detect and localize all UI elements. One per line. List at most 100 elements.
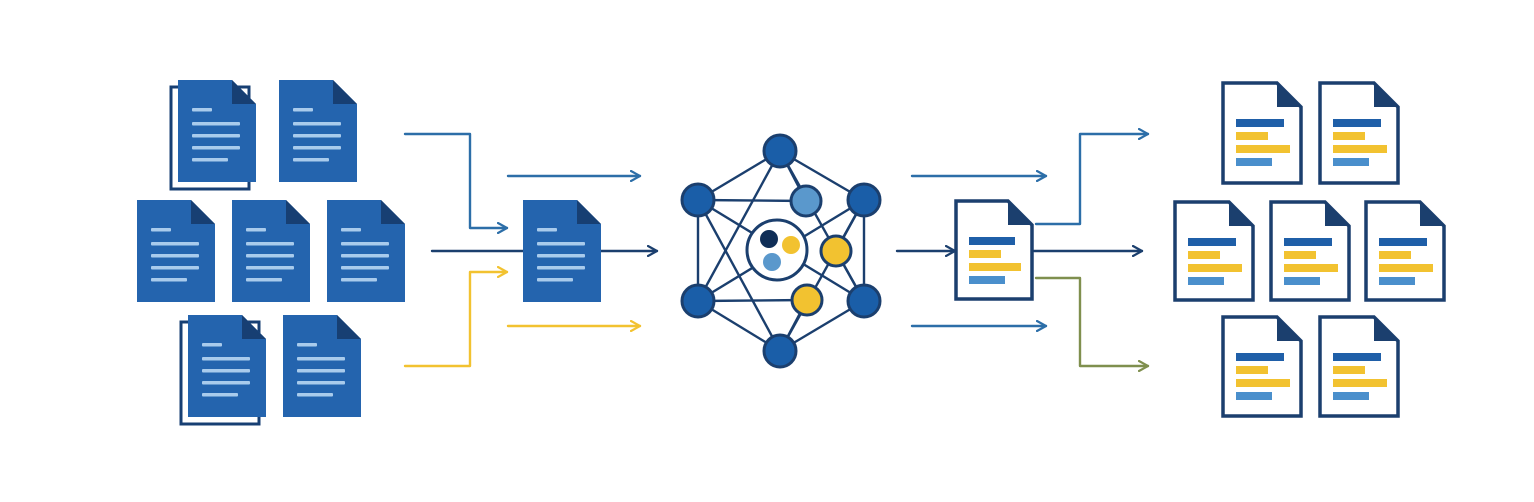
input-document-1 [169,80,256,191]
doc-bar [1379,238,1427,246]
doc-line [192,122,240,126]
doc-line [246,228,266,232]
network-edge [697,198,807,203]
doc-line [537,278,573,282]
doc-bar [969,263,1021,271]
doc-bar [1236,379,1290,387]
doc-line [151,254,199,258]
doc-fold [286,200,310,224]
doc-fold [1008,201,1032,225]
doc-fold [242,315,266,339]
doc-fold [577,200,601,224]
doc-bar [1284,238,1332,246]
doc-bar [1236,132,1268,140]
arrow-bottom-branch [403,272,509,368]
doc-line [297,393,333,397]
doc-bar [1236,158,1272,166]
doc-line [151,242,199,246]
doc-body [523,200,601,302]
doc-fold [337,315,361,339]
doc-bar [1333,132,1365,140]
doc-line [246,266,294,270]
doc-line [246,254,294,258]
doc-bar [1333,353,1381,361]
doc-bar [1379,251,1411,259]
output-document-7 [1318,315,1400,418]
doc-line [246,242,294,246]
doc-line [293,158,329,162]
doc-line [202,343,222,347]
input-document-5 [327,200,405,302]
doc-body [178,80,256,182]
output-documents [1173,81,1446,418]
input-document-2 [279,80,357,182]
doc-fold [1374,317,1398,341]
core-dot-light-blue [763,253,781,271]
doc-body [188,315,266,417]
doc-line [297,343,317,347]
doc-fold [1277,317,1301,341]
doc-line [202,369,250,373]
doc-bar [1333,379,1387,387]
doc-line [192,146,240,150]
doc-fold [191,200,215,224]
doc-fold [1420,202,1444,226]
doc-bar [1284,277,1320,285]
structured-output-document [954,199,1034,301]
doc-bar [1236,119,1284,127]
doc-line [537,228,557,232]
output-document-3 [1173,200,1255,302]
doc-bar [1379,277,1415,285]
doc-bar [1379,264,1433,272]
doc-line [192,134,240,138]
doc-line [297,369,345,373]
doc-body [279,80,357,182]
doc-line [537,254,585,258]
doc-fold [381,200,405,224]
doc-line [293,134,341,138]
node-bottom-left [680,283,716,319]
doc-line [192,108,212,112]
doc-bar [969,250,1001,258]
output-document-2 [1318,81,1400,185]
node-top-left [680,182,716,218]
doc-bar [1236,366,1268,374]
doc-fold [1277,83,1301,107]
network-edge [697,298,808,303]
doc-bar [1333,145,1387,153]
doc-line [151,266,199,270]
doc-bar [1188,277,1224,285]
doc-line [293,122,341,126]
node-inner-light [789,184,823,218]
doc-fold [232,80,256,104]
input-document-6 [179,315,266,426]
doc-line [341,266,389,270]
doc-bar [1333,366,1365,374]
merged-input-document [523,200,601,302]
node-bottom-right [846,283,882,319]
doc-bar [1236,145,1290,153]
input-documents [137,80,405,426]
doc-bar [1188,238,1236,246]
doc-line [151,228,171,232]
doc-bar [1284,251,1316,259]
node-top-right [846,182,882,218]
doc-bar [1188,264,1242,272]
doc-line [297,381,345,385]
doc-line [151,278,187,282]
doc-line [293,146,341,150]
doc-bar [969,237,1015,245]
doc-line [537,266,585,270]
doc-line [202,393,238,397]
doc-bar [1236,353,1284,361]
core-dot-yellow [782,236,800,254]
doc-body [327,200,405,302]
input-document-7 [283,315,361,417]
output-document-4 [1269,200,1351,302]
input-document-4 [232,200,310,302]
flow-arrows [403,134,1150,368]
doc-fold [1374,83,1398,107]
core-dot-navy [760,230,778,248]
node-top [762,133,798,169]
